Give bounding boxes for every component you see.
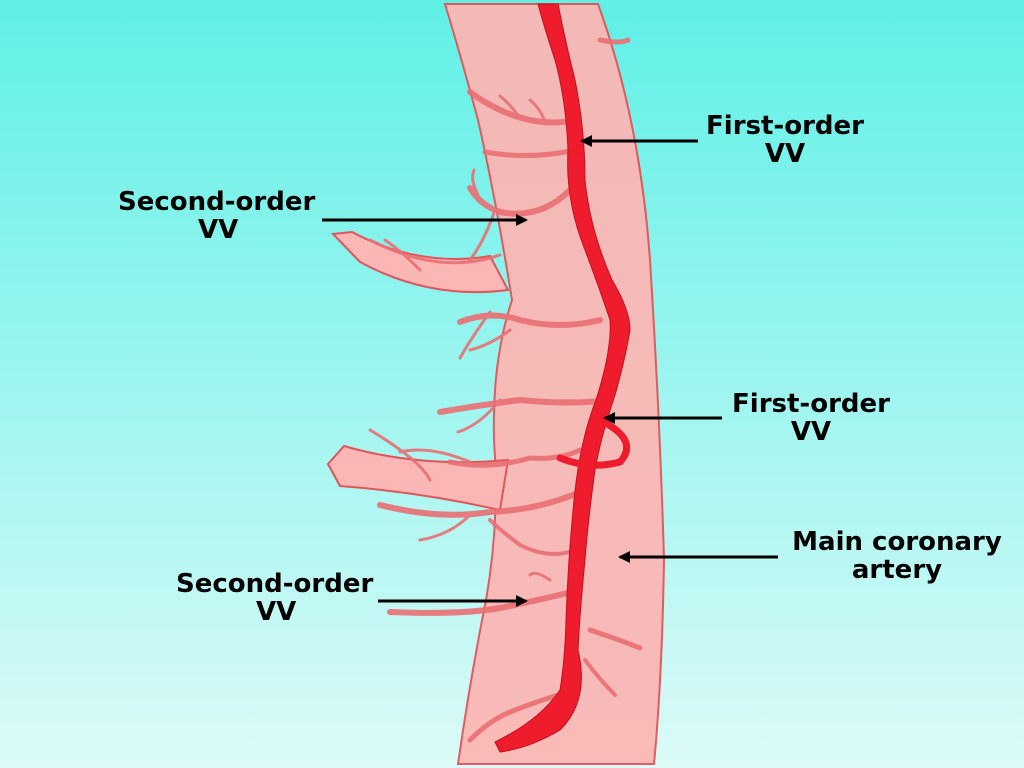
side-branch-lower [326, 444, 510, 512]
label-first-order-top: First-order VV [706, 111, 864, 169]
second-order-vv-branches [368, 37, 643, 743]
label-second-order-bottom: Second-order VV [176, 569, 374, 627]
label-second-order-top: Second-order VV [118, 187, 316, 245]
main-coronary-artery-wall [443, 3, 666, 765]
first-order-vv-loop [556, 416, 631, 469]
label-main-coronary-artery: Main coronary artery [792, 527, 1002, 585]
first-order-vv-main [494, 3, 631, 753]
label-first-order-middle: First-order VV [732, 389, 890, 447]
